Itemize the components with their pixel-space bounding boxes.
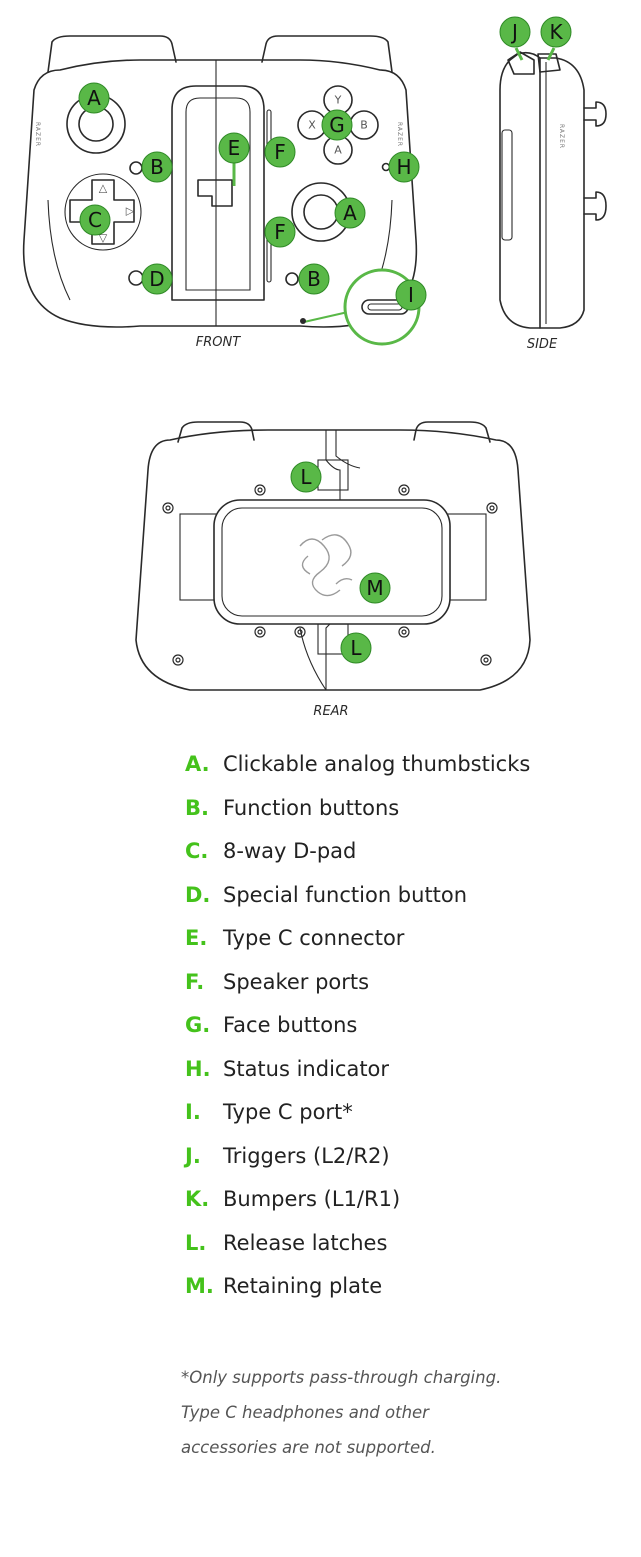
legend-item-c: C. 8-way D-pad: [185, 839, 625, 883]
svg-text:L: L: [350, 636, 362, 660]
callout-a-left: A: [78, 82, 110, 114]
svg-text:D: D: [149, 267, 164, 291]
legend-letter: H.: [185, 1056, 211, 1081]
callout-f-top: F: [264, 136, 296, 168]
legend-item-d: D. Special function button: [185, 883, 625, 927]
legend-text: Clickable analog thumbsticks: [223, 752, 531, 776]
callout-l-top: L: [290, 461, 322, 493]
footnote: *Only supports pass-through charging. Ty…: [181, 1360, 581, 1465]
face-button-x: X: [308, 119, 316, 132]
svg-text:A: A: [87, 86, 101, 110]
legend-text: Type C port*: [223, 1100, 353, 1124]
legend-item-i: I. Type C port*: [185, 1100, 625, 1144]
legend-item-j: J. Triggers (L2/R2): [185, 1144, 625, 1188]
svg-text:J: J: [510, 20, 518, 44]
callout-d: D: [141, 263, 173, 295]
callout-a-right: A: [334, 197, 366, 229]
brand-text-right: RAZER: [396, 122, 403, 147]
side-view: RAZER SIDE: [499, 51, 607, 352]
face-button-a: A: [334, 144, 342, 157]
svg-text:I: I: [408, 283, 414, 307]
callout-j: J: [499, 16, 531, 48]
legend-letter: D.: [185, 882, 211, 907]
legend-letter: A.: [185, 752, 210, 776]
legend-letter: G.: [185, 1013, 211, 1037]
legend-letter: J.: [185, 1143, 201, 1168]
svg-text:L: L: [300, 465, 312, 489]
callout-l-bottom: L: [340, 632, 372, 664]
callout-c: C: [79, 204, 111, 236]
callouts: A B C D E F F G A H B I J K L M L: [78, 16, 572, 664]
rear-view: REAR: [135, 421, 531, 719]
callout-g: G: [321, 109, 353, 141]
callout-h: H: [388, 151, 420, 183]
legend-text: Bumpers (L1/R1): [223, 1187, 401, 1211]
legend-letter: E.: [185, 926, 208, 950]
legend-item-l: L. Release latches: [185, 1231, 625, 1275]
legend-text: Status indicator: [223, 1056, 390, 1081]
legend-item-k: K. Bumpers (L1/R1): [185, 1187, 625, 1231]
side-view-label: SIDE: [527, 337, 558, 352]
svg-text:C: C: [88, 208, 102, 232]
legend-item-b: B. Function buttons: [185, 796, 625, 840]
legend-item-a: A. Clickable analog thumbsticks: [185, 752, 625, 796]
svg-text:K: K: [549, 20, 563, 44]
callout-b-right: B: [298, 263, 330, 295]
svg-text:E: E: [228, 136, 241, 160]
legend-text: Retaining plate: [223, 1274, 383, 1298]
legend-item-m: M. Retaining plate: [185, 1274, 625, 1318]
brand-text-side: RAZER: [558, 124, 565, 149]
razer-logo-icon: [299, 534, 353, 597]
legend-letter: I.: [185, 1100, 201, 1124]
legend-text: Type C connector: [223, 926, 405, 950]
legend-letter: B.: [185, 795, 209, 820]
svg-text:A: A: [343, 201, 357, 225]
legend-text: Special function button: [223, 882, 468, 907]
callout-m: M: [359, 572, 391, 604]
legend-item-e: E. Type C connector: [185, 926, 625, 970]
legend-letter: C.: [185, 839, 209, 863]
svg-text:B: B: [307, 267, 321, 291]
legend-letter: K.: [185, 1187, 210, 1211]
face-button-y: Y: [334, 94, 342, 107]
svg-text:F: F: [274, 140, 286, 164]
footnote-line-1: *Only supports pass-through charging.: [181, 1368, 502, 1387]
rear-view-label: REAR: [313, 704, 348, 719]
legend-text: 8-way D-pad: [223, 839, 357, 863]
legend-letter: M.: [185, 1274, 214, 1298]
callout-k: K: [540, 16, 572, 48]
callout-e: E: [218, 132, 250, 164]
svg-text:G: G: [329, 113, 345, 137]
legend-item-h: H. Status indicator: [185, 1057, 625, 1101]
svg-text:M: M: [366, 576, 383, 600]
face-button-b: B: [360, 119, 368, 132]
front-view-label: FRONT: [196, 335, 241, 350]
callout-i: I: [395, 279, 427, 311]
svg-text:F: F: [274, 220, 286, 244]
brand-text-left: RAZER: [34, 122, 41, 147]
svg-text:△: △: [99, 182, 108, 195]
callout-b-left: B: [141, 151, 173, 183]
legend-text: Speaker ports: [223, 969, 370, 994]
controller-diagrams: △ ▽ ▷ Y X B A RAZER RAZER FRONT: [22, 16, 607, 719]
legend-item-f: F. Speaker ports: [185, 970, 625, 1014]
svg-text:B: B: [150, 155, 164, 179]
legend-letter: L.: [185, 1230, 207, 1255]
legend: A. Clickable analog thumbsticks B. Functio…: [185, 752, 625, 1318]
footnote-line-3: accessories are not supported.: [181, 1438, 436, 1457]
legend-item-g: G. Face buttons: [185, 1013, 625, 1057]
callout-f-bottom: F: [264, 216, 296, 248]
legend-text: Release latches: [223, 1230, 388, 1255]
legend-letter: F.: [185, 969, 205, 994]
legend-text: Face buttons: [223, 1013, 358, 1037]
front-view: △ ▽ ▷ Y X B A RAZER RAZER FRONT: [22, 35, 421, 350]
svg-text:▷: ▷: [126, 205, 135, 218]
svg-text:▽: ▽: [99, 232, 108, 245]
legend-text: Triggers (L2/R2): [223, 1143, 390, 1168]
legend-text: Function buttons: [223, 795, 400, 820]
svg-text:H: H: [396, 155, 411, 179]
footnote-line-2: Type C headphones and other: [181, 1403, 429, 1422]
